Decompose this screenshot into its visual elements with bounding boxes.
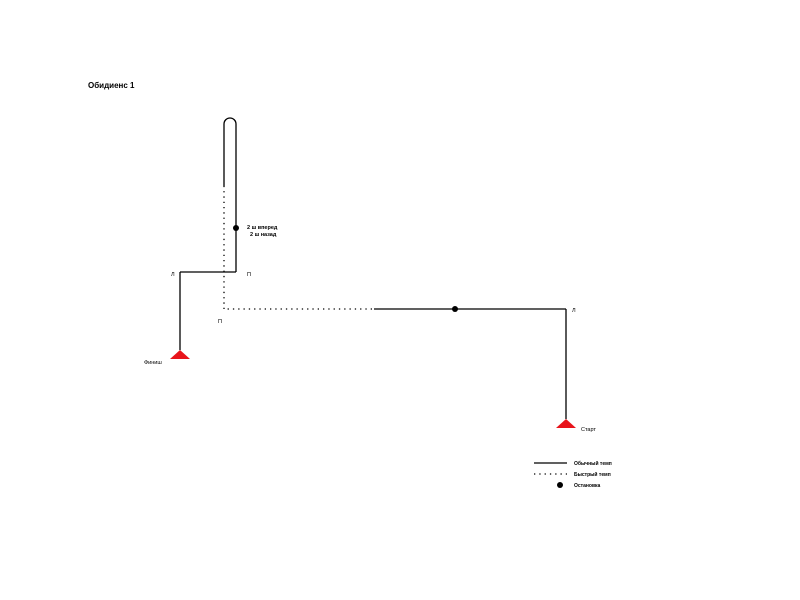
stop-note-line1: 2 ш вперед — [247, 225, 278, 231]
turn-label-top-corner-right: П — [247, 272, 251, 278]
stop-note-line2: 2 ш назад — [250, 232, 277, 238]
turn-label-start-corner: Л — [572, 308, 576, 314]
diagram-title: Обидиенс 1 — [88, 81, 135, 90]
turn-label-mid-corner: П — [218, 319, 222, 325]
start-label: Старт — [581, 427, 596, 433]
finish-cone-icon — [170, 350, 190, 359]
legend: Обычный темп Быстрый темп Остановка — [534, 460, 612, 489]
start-cone-icon — [556, 419, 576, 428]
legend-stop-dot-icon — [557, 482, 563, 488]
stop-dot-icon — [452, 306, 458, 312]
legend-stop-label: Остановка — [574, 483, 601, 489]
turn-label-top-corner-left: Л — [171, 272, 175, 278]
path-normal-uturn — [223, 117, 237, 272]
legend-normal-label: Обычный темп — [574, 460, 612, 467]
legend-fast-label: Быстрый темп — [574, 471, 611, 478]
stop-dot-icon — [233, 225, 239, 231]
finish-label: Финиш — [144, 360, 162, 366]
